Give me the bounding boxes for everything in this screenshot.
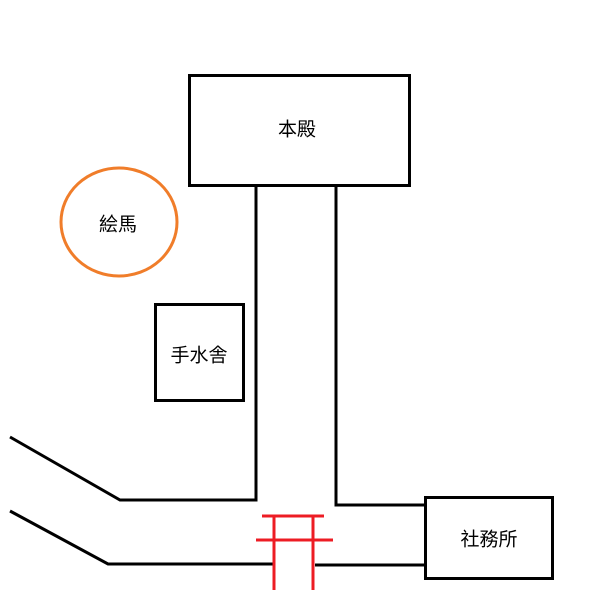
path-right-edge — [334, 185, 425, 507]
purification-fountain-building — [154, 303, 245, 402]
main-hall-building — [188, 74, 411, 187]
main-hall-label: 本殿 — [277, 118, 317, 141]
shrine-office-label: 社務所 — [460, 528, 518, 551]
path-bottom-edge-left — [9, 509, 273, 566]
ema-label: 絵馬 — [98, 213, 138, 236]
ema-circle — [59, 166, 179, 278]
torii-gate — [256, 514, 333, 590]
purification-fountain-label: 手水舎 — [170, 344, 228, 367]
path-left-edge — [9, 185, 258, 502]
shrine-office-building — [424, 496, 554, 580]
